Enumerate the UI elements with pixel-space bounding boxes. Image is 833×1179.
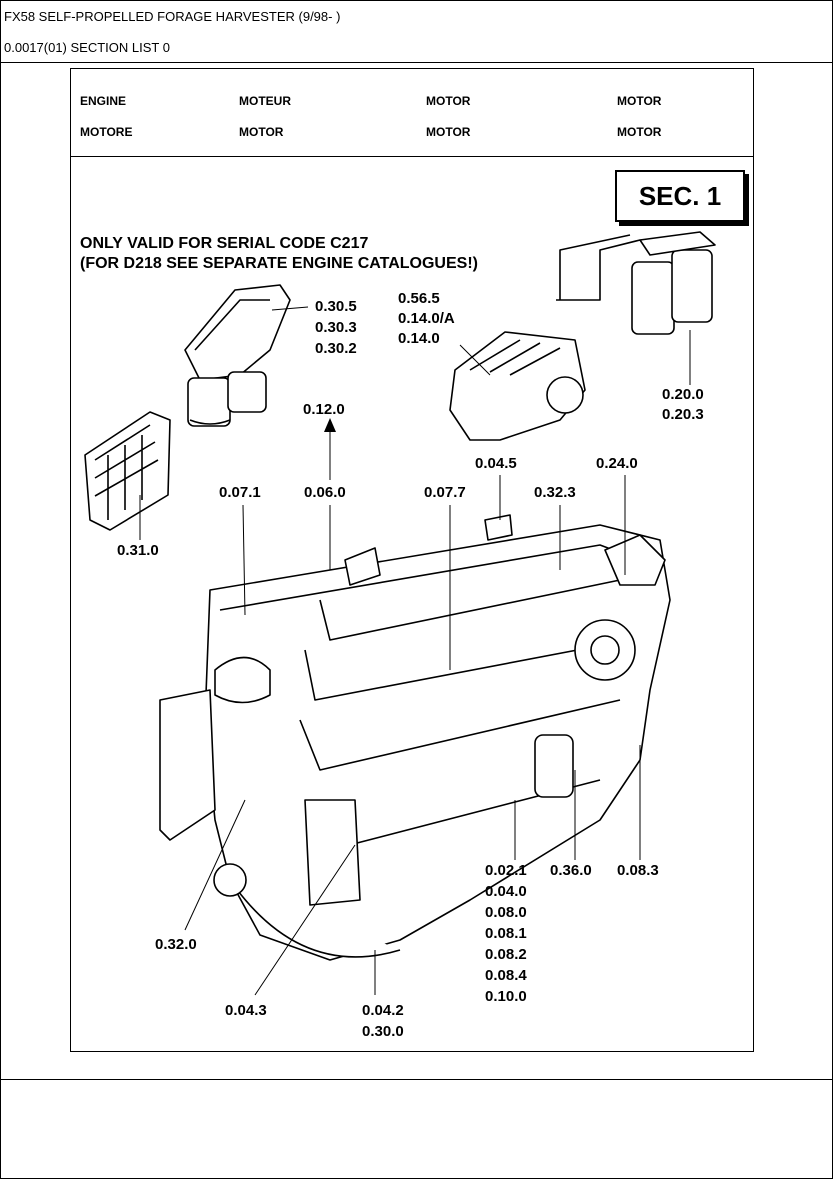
lang-french: MOTEUR bbox=[239, 94, 291, 108]
label-0-14-0-a: 0.14.0/A bbox=[398, 310, 455, 327]
label-0-02-1: 0.02.1 bbox=[485, 862, 527, 879]
lang-dutch: MOTOR bbox=[239, 125, 284, 139]
lang-german: MOTOR bbox=[426, 94, 471, 108]
label-0-08-3: 0.08.3 bbox=[617, 862, 659, 879]
arrow-icon bbox=[324, 418, 336, 432]
lang-swedish: MOTOR bbox=[617, 125, 662, 139]
label-0-04-2: 0.04.2 bbox=[362, 1002, 404, 1019]
label-0-04-3: 0.04.3 bbox=[225, 1002, 267, 1019]
leader-lines bbox=[139, 306, 691, 996]
label-0-06-0: 0.06.0 bbox=[304, 484, 346, 501]
lang-italian: MOTORE bbox=[80, 125, 133, 139]
lang-danish: MOTOR bbox=[426, 125, 471, 139]
language-divider bbox=[70, 156, 754, 157]
section-badge: SEC. 1 bbox=[615, 170, 745, 222]
filter-head-drawing bbox=[184, 284, 291, 427]
header-title: FX58 SELF-PROPELLED FORAGE HARVESTER (9/… bbox=[4, 9, 341, 24]
label-0-20-0: 0.20.0 bbox=[662, 386, 704, 403]
catalogue-note: (FOR D218 SEE SEPARATE ENGINE CATALOGUES… bbox=[80, 255, 478, 272]
validity-note: ONLY VALID FOR SERIAL CODE C217 bbox=[80, 235, 369, 252]
label-0-30-5: 0.30.5 bbox=[315, 298, 357, 315]
injection-pump-drawing bbox=[449, 234, 641, 441]
label-0-04-0: 0.04.0 bbox=[485, 883, 527, 900]
label-0-31-0: 0.31.0 bbox=[117, 542, 159, 559]
lang-english: ENGINE bbox=[80, 94, 127, 108]
engine-block-drawing bbox=[159, 514, 671, 961]
fuel-filter-drawing bbox=[631, 231, 716, 335]
ecu-drawing bbox=[84, 411, 171, 531]
label-0-14-0: 0.14.0 bbox=[398, 330, 440, 347]
footer-divider bbox=[0, 1079, 833, 1080]
label-0-07-1: 0.07.1 bbox=[219, 484, 261, 501]
label-0-08-1: 0.08.1 bbox=[485, 925, 527, 942]
label-0-24-0: 0.24.0 bbox=[596, 455, 638, 472]
label-0-36-0: 0.36.0 bbox=[550, 862, 592, 879]
header-divider bbox=[0, 62, 833, 63]
label-0-32-3: 0.32.3 bbox=[534, 484, 576, 501]
label-0-08-0: 0.08.0 bbox=[485, 904, 527, 921]
diagram-box bbox=[70, 68, 754, 1052]
label-0-08-2: 0.08.2 bbox=[485, 946, 527, 963]
label-0-32-0: 0.32.0 bbox=[155, 936, 197, 953]
label-0-20-3: 0.20.3 bbox=[662, 406, 704, 423]
label-0-30-2: 0.30.2 bbox=[315, 340, 357, 357]
label-0-30-0: 0.30.0 bbox=[362, 1023, 404, 1040]
header-section-list: 0.0017(01) SECTION LIST 0 bbox=[4, 40, 170, 55]
label-0-30-3: 0.30.3 bbox=[315, 319, 357, 336]
label-0-04-5: 0.04.5 bbox=[475, 455, 517, 472]
lang-spanish: MOTOR bbox=[617, 94, 662, 108]
label-0-08-4: 0.08.4 bbox=[485, 967, 527, 984]
label-0-56-5: 0.56.5 bbox=[398, 290, 440, 307]
label-0-10-0: 0.10.0 bbox=[485, 988, 527, 1005]
label-0-07-7: 0.07.7 bbox=[424, 484, 466, 501]
label-0-12-0: 0.12.0 bbox=[303, 401, 345, 418]
